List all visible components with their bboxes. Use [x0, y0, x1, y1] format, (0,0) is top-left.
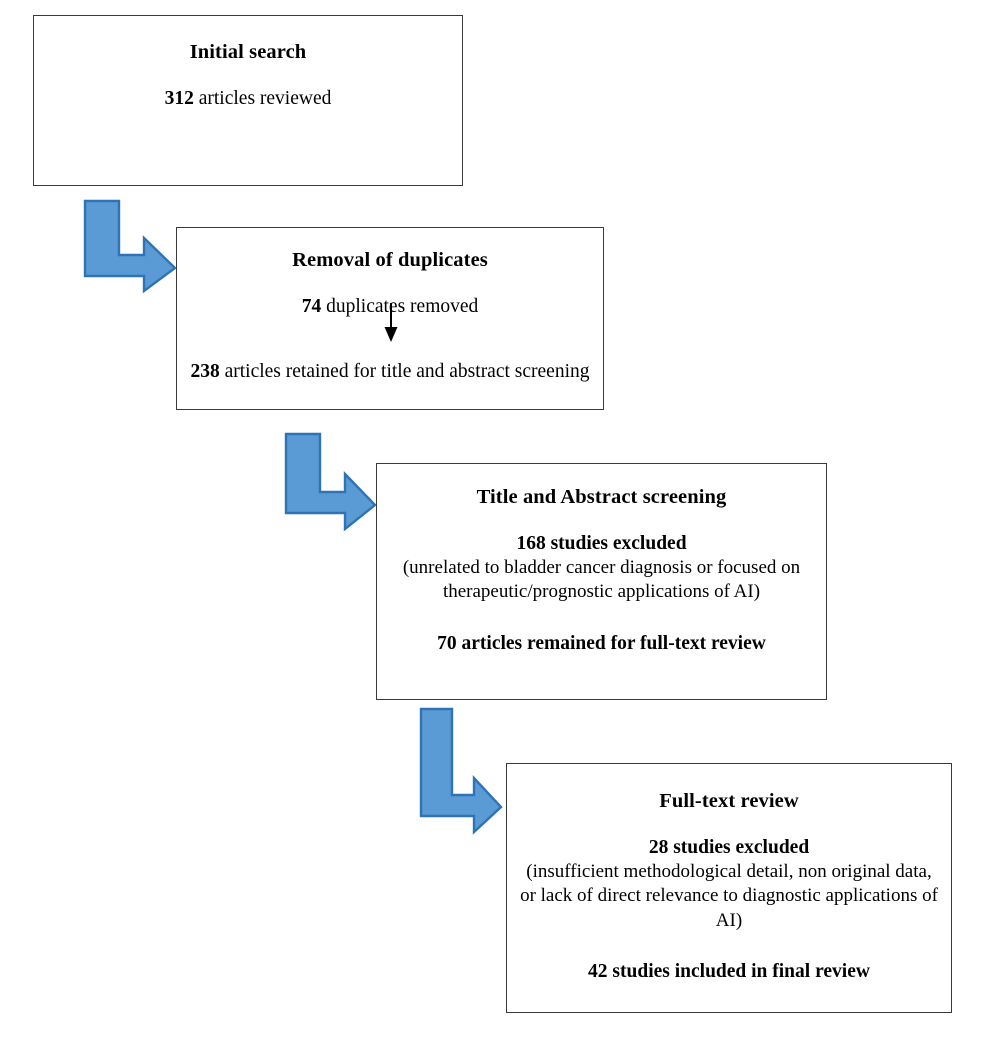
flow-box-initial-search: Initial search 312 articles reviewed	[33, 15, 463, 186]
connector-arrow-initial-to-duplicates	[83, 199, 177, 294]
box-line-exclusion-reasons-fulltext: (insufficient methodological detail, non…	[520, 860, 938, 931]
flow-box-title-abstract-screening: Title and Abstract screening 168 studies…	[376, 463, 827, 700]
bent-arrow-icon	[83, 199, 177, 294]
box-line-studies-included: 42 studies included in final review	[517, 959, 941, 984]
count-studies-excluded-screening: 168	[516, 532, 546, 554]
spacer	[387, 605, 816, 631]
flow-box-full-text-review: Full-text review 28 studies excluded (in…	[506, 763, 952, 1013]
label-initial-articles: articles reviewed	[193, 87, 332, 109]
spacer	[387, 511, 816, 531]
box-title-title-abstract: Title and Abstract screening	[476, 486, 727, 508]
count-articles-retained: 238	[190, 360, 220, 382]
box-line-articles-retained: 238 articles retained for title and abst…	[187, 359, 593, 384]
flow-box-removal-duplicates: Removal of duplicates 74 duplicates remo…	[176, 227, 604, 410]
count-studies-included: 42	[588, 960, 608, 982]
label-studies-excluded-screening: studies excluded	[545, 532, 687, 554]
down-arrow-icon	[384, 303, 398, 342]
box-line-studies-excluded-fulltext: 28 studies excluded	[517, 835, 941, 860]
label-studies-included: studies included in final review	[607, 960, 870, 982]
box-line-articles-remained: 70 articles remained for full-text revie…	[387, 631, 816, 656]
box-line-studies-excluded: 168 studies excluded	[387, 531, 816, 556]
label-articles-retained: articles retained for title and abstract…	[219, 360, 590, 382]
count-initial-articles: 312	[164, 87, 194, 109]
label-articles-remained: articles remained for full-text review	[456, 632, 766, 654]
connector-arrow-screening-to-fulltext	[419, 707, 503, 835]
count-articles-remained: 70	[437, 632, 457, 654]
box-line-duplicates-removed: 74 duplicates removed	[187, 294, 593, 319]
count-studies-excluded-fulltext: 28	[648, 836, 669, 858]
box-title-initial-search: Initial search	[189, 41, 307, 63]
label-studies-excluded-fulltext: studies excluded	[668, 836, 810, 858]
bent-arrow-icon	[284, 432, 377, 532]
connector-arrow-duplicates-to-screening	[284, 432, 377, 532]
bent-arrow-icon	[419, 707, 503, 835]
box-line-exclusion-reasons-screening: (unrelated to bladder cancer diagnosis o…	[402, 556, 801, 603]
box-title-full-text-review: Full-text review	[659, 790, 799, 812]
spacer	[44, 66, 452, 86]
box-title-removal-duplicates: Removal of duplicates	[292, 249, 488, 271]
box-line-articles-reviewed: 312 articles reviewed	[44, 86, 452, 111]
spacer	[187, 274, 593, 294]
spacer	[517, 815, 941, 835]
count-duplicates-removed: 74	[301, 295, 322, 317]
label-duplicates-removed: duplicates removed	[321, 295, 479, 317]
spacer	[517, 933, 941, 959]
